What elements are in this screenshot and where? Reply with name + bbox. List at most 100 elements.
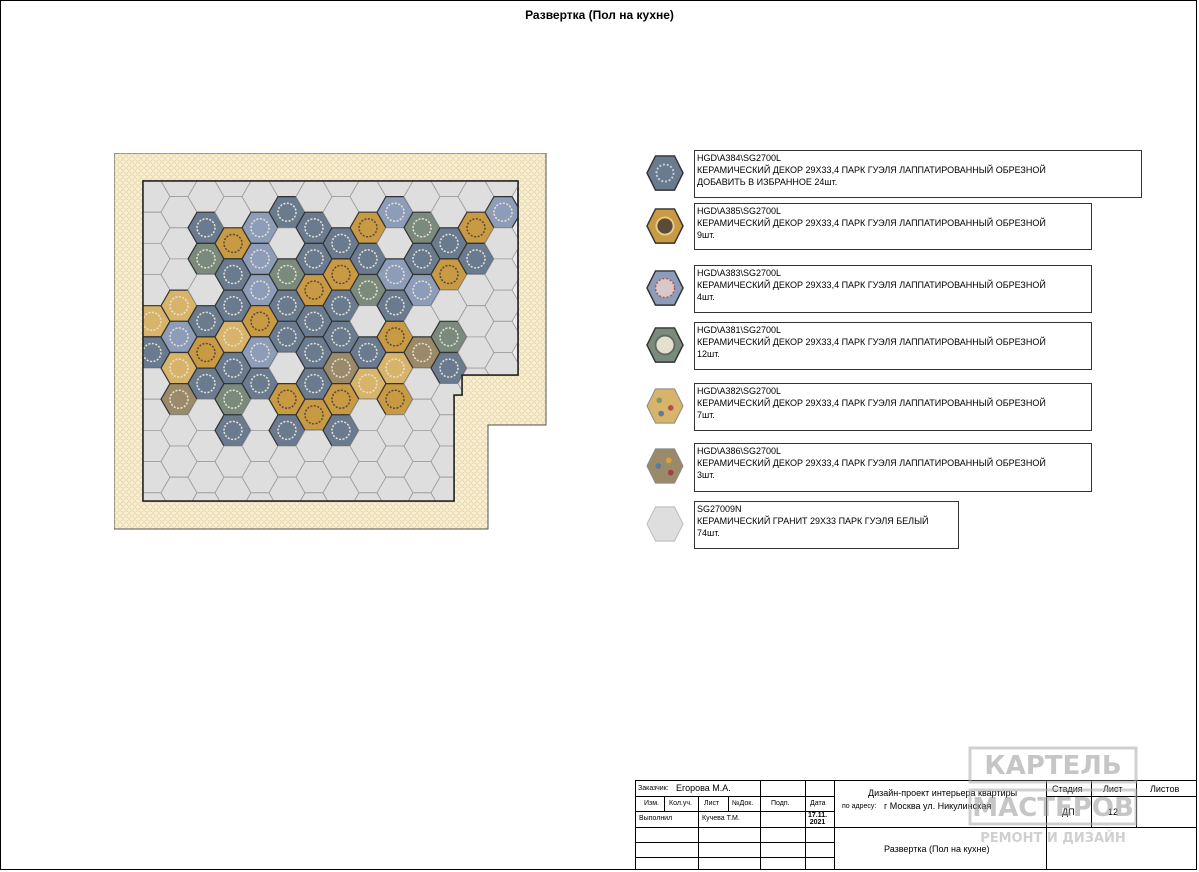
tile-pattern <box>223 358 243 378</box>
address-value: г Москва ул. Никулинская <box>884 801 992 811</box>
tile-pattern <box>331 327 351 347</box>
legend-qty: 12шт. <box>697 349 720 359</box>
tile-pattern <box>143 342 162 363</box>
tile-pattern <box>196 311 216 332</box>
plain-tile <box>485 508 521 531</box>
stage-value: ДП <box>1062 807 1075 817</box>
tile-pattern <box>331 389 351 409</box>
tile-pattern <box>358 249 378 269</box>
stamp-line2: МАСТЕРОВ <box>972 793 1134 823</box>
tile-pattern <box>277 295 297 316</box>
page-title: Развертка (Пол на кухне) <box>525 8 674 22</box>
customer-label: Заказчик: <box>638 785 669 792</box>
legend-code: SG27009N <box>697 504 742 514</box>
legend-desc: КЕРАМИЧЕСКИЙ ДЕКОР 29Х33,4 ПАРК ГУЭЛЯ ЛА… <box>697 398 1046 408</box>
tile-pattern <box>223 327 243 347</box>
tile-pattern <box>358 342 378 363</box>
tile-pattern <box>385 202 405 222</box>
legend-qty: 4шт. <box>697 292 715 302</box>
plain-tile <box>484 476 518 501</box>
tile-pattern <box>358 218 378 238</box>
tile-pattern <box>358 373 378 394</box>
header-koluch: Кол.уч. <box>669 800 692 807</box>
plain-tile <box>484 445 518 478</box>
tile-pattern <box>250 311 270 332</box>
tile-pattern <box>250 280 270 300</box>
tile-pattern <box>250 249 270 269</box>
legend-text: HGD\A384\SG2700L КЕРАМИЧЕСКИЙ ДЕКОР 29Х3… <box>694 150 1142 198</box>
stamp-line1: КАРТЕЛЬ <box>984 751 1121 781</box>
legend-qty: 3шт. <box>697 470 715 480</box>
sheet-value: 12 <box>1108 807 1119 817</box>
tile-pattern <box>358 280 378 300</box>
customer-name: Егорова М.А. <box>676 783 731 793</box>
legend-desc: КЕРАМИЧЕСКИЙ ДЕКОР 29Х33,4 ПАРК ГУЭЛЯ ЛА… <box>697 280 1046 290</box>
tile-pattern <box>250 218 270 238</box>
legend-code: HGD\A383\SG2700L <box>697 268 782 278</box>
legend-code: HGD\A382\SG2700L <box>697 386 782 396</box>
tile-pattern <box>412 280 432 300</box>
tile-pattern <box>385 295 405 316</box>
header-date: Дата <box>810 800 826 807</box>
tile-pattern <box>304 405 324 425</box>
tile-swatch-a385 <box>646 208 684 244</box>
tile-pattern <box>466 218 486 238</box>
legend-code: HGD\A381\SG2700L <box>697 325 782 335</box>
tile-pattern <box>439 233 459 254</box>
tile-pattern <box>169 389 189 409</box>
header-list: Лист <box>704 800 720 807</box>
tile-pattern <box>439 358 459 378</box>
tile-pattern <box>304 218 324 238</box>
tile-pattern <box>412 218 432 238</box>
tile-pattern <box>169 327 189 347</box>
tile-pattern <box>439 327 459 347</box>
tile-pattern <box>385 264 405 285</box>
tile-pattern <box>331 420 351 441</box>
tile-pattern <box>385 327 405 347</box>
sheet-title: Развертка (Пол на кухне) <box>884 844 990 854</box>
tile-pattern <box>304 373 324 394</box>
tile-pattern <box>223 233 243 254</box>
tile-swatch-a382 <box>646 388 684 424</box>
tile-pattern <box>223 295 243 316</box>
floor-plan <box>114 153 547 531</box>
date-value: 17.11. 2021 <box>808 812 828 826</box>
header-izm: Изм. <box>644 800 659 807</box>
legend-code: HGD\A386\SG2700L <box>697 446 782 456</box>
legend-desc: КЕРАМИЧЕСКИЙ ГРАНИТ 29Х33 ПАРК ГУЭЛЯ БЕЛ… <box>697 516 929 526</box>
legend-desc: КЕРАМИЧЕСКИЙ ДЕКОР 29Х33,4 ПАРК ГУЭЛЯ ЛА… <box>697 165 1046 175</box>
tile-pattern <box>169 295 189 316</box>
tile-pattern <box>277 264 297 285</box>
tile-pattern <box>331 295 351 316</box>
address-label: по адресу: <box>842 803 877 810</box>
tile-pattern <box>412 342 432 363</box>
tile-pattern <box>223 389 243 409</box>
tile-pattern <box>277 202 297 222</box>
performer-name: Кучева Т.М. <box>702 815 740 822</box>
tile-pattern <box>223 420 243 441</box>
tile-pattern <box>196 373 216 394</box>
legend-text: SG27009N КЕРАМИЧЕСКИЙ ГРАНИТ 29Х33 ПАРК … <box>694 501 959 549</box>
tile-pattern <box>223 264 243 285</box>
legend-text: HGD\A381\SG2700L КЕРАМИЧЕСКИЙ ДЕКОР 29Х3… <box>694 322 1092 370</box>
legend-desc: КЕРАМИЧЕСКИЙ ДЕКОР 29Х33,4 ПАРК ГУЭЛЯ ЛА… <box>697 458 1046 468</box>
header-podp: Подп. <box>771 800 790 807</box>
tile-pattern <box>196 249 216 269</box>
legend-code: HGD\A385\SG2700L <box>697 206 782 216</box>
legend-text: HGD\A382\SG2700L КЕРАМИЧЕСКИЙ ДЕКОР 29Х3… <box>694 383 1092 431</box>
tile-pattern <box>277 327 297 347</box>
legend-desc: КЕРАМИЧЕСКИЙ ДЕКОР 29Х33,4 ПАРК ГУЭЛЯ ЛА… <box>697 218 1046 228</box>
tile-pattern <box>277 389 297 409</box>
tile-pattern <box>385 358 405 378</box>
legend-qty: ДОБАВИТЬ В ИЗБРАННОЕ 24шт. <box>697 177 838 187</box>
tile-pattern <box>331 264 351 285</box>
tile-pattern <box>250 373 270 394</box>
legend-qty: 9шт. <box>697 230 715 240</box>
sheets-header: Листов <box>1150 784 1180 794</box>
tile-pattern <box>277 420 297 441</box>
legend-text: HGD\A385\SG2700L КЕРАМИЧЕСКИЙ ДЕКОР 29Х3… <box>694 203 1092 250</box>
tile-pattern <box>169 358 189 378</box>
tile-swatch-a384 <box>646 155 684 191</box>
tile-pattern <box>412 249 432 269</box>
